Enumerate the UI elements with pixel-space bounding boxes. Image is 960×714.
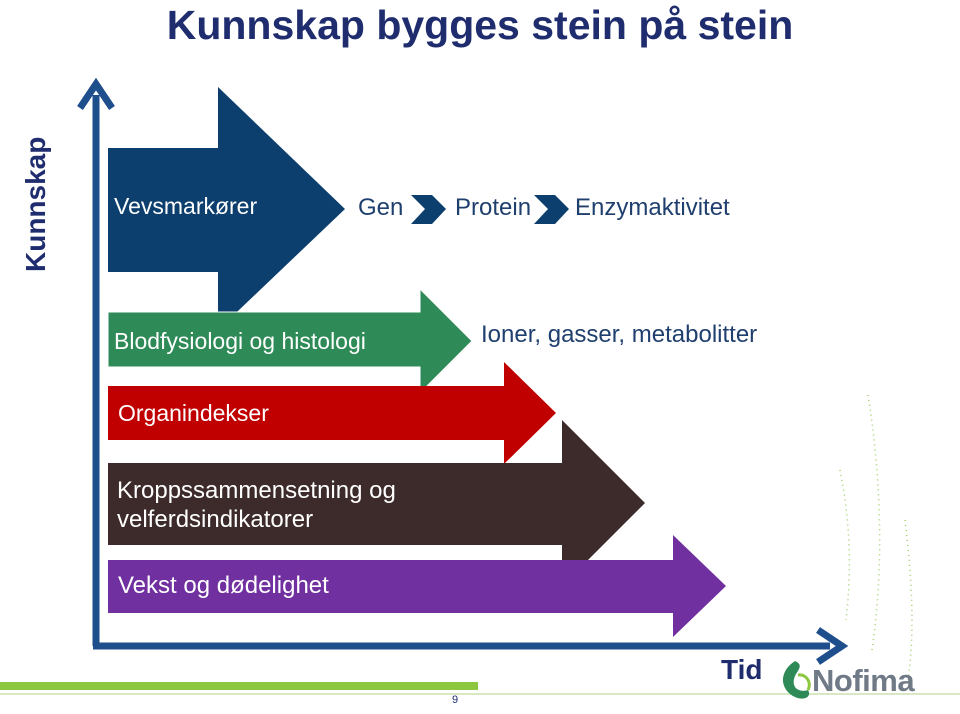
x-axis — [93, 627, 849, 665]
decorative-dots — [839, 394, 913, 681]
nofima-logo-text: Nofima — [812, 663, 915, 698]
y-axis-label: Kunnskap — [20, 136, 51, 272]
y-axis — [77, 77, 115, 646]
layer-label-vevsmarkorer: Vevsmarkører — [114, 193, 258, 219]
layer-label-blodfysiologi: Blodfysiologi og histologi — [114, 328, 366, 354]
layer-label-kroppssammensetning-line-2: velferdsindikatorer — [117, 506, 314, 533]
layer-arrow-blodfysiologi — [107, 287, 473, 395]
layer-arrow-vekst — [108, 535, 726, 637]
chain-label-enzymaktivitet: Enzymaktivitet — [575, 194, 730, 221]
x-axis-label: Tid — [721, 654, 763, 685]
layer-label-vekst: Vekst og dødelighet — [118, 572, 329, 599]
layer-label-kroppssammensetning: Kroppssammensetning og velferdsindikator… — [117, 476, 396, 534]
chain-chevron-1 — [411, 195, 446, 224]
footer-bar — [0, 682, 960, 695]
side-note-ioner: Ioner, gasser, metabolitter — [481, 321, 758, 348]
layer-label-kroppssammensetning-line-1: Kroppssammensetning og — [117, 477, 396, 504]
chain-label-gen: Gen — [358, 194, 404, 221]
layer-label-organindekser: Organindekser — [118, 400, 269, 426]
layer-arrow-kroppssammensetning — [108, 420, 645, 586]
layer-arrow-vevsmarkorer — [108, 87, 345, 330]
nofima-logo-mark — [782, 661, 811, 699]
chain-label-protein: Protein — [455, 194, 532, 221]
page-number: 9 — [452, 694, 459, 706]
chain-chevron-2 — [534, 195, 569, 224]
layer-arrow-organindekser — [108, 362, 556, 464]
slide-title: Kunnskap bygges stein på stein — [166, 2, 794, 48]
